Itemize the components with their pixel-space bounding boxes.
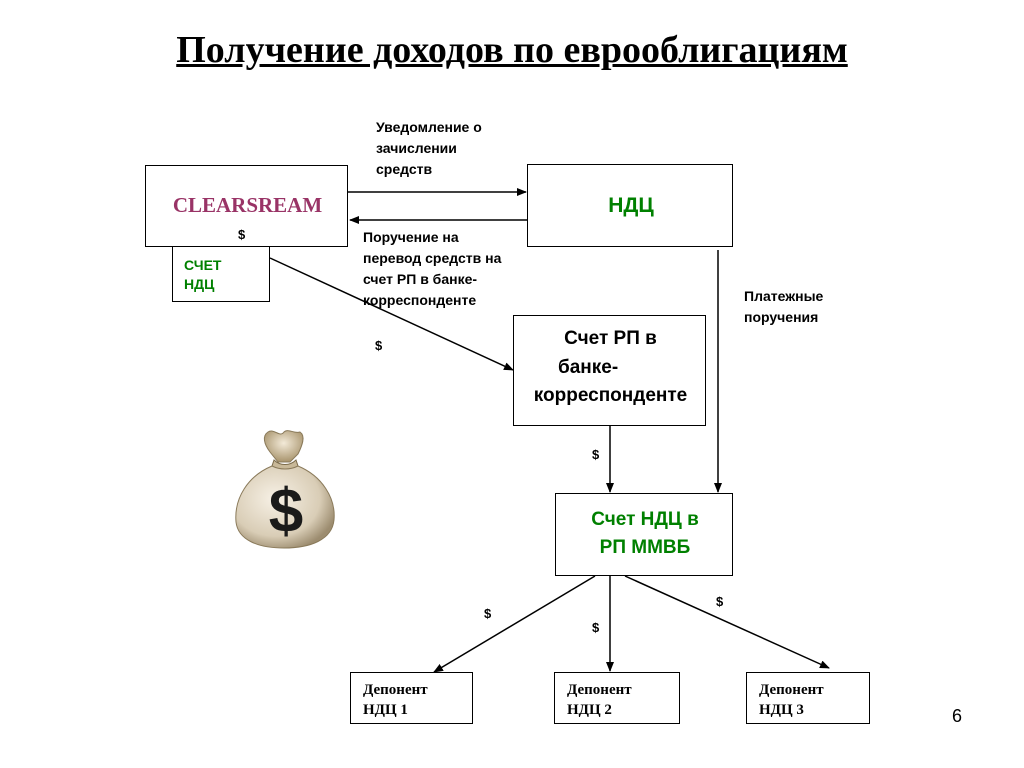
money-bag-icon: $ xyxy=(235,430,335,549)
transfer-order-label-4: корреспонденте xyxy=(363,292,477,308)
mmvb-label-2: РП ММВБ xyxy=(599,537,691,558)
deponent-3-box: Депонент НДЦ 3 xyxy=(746,672,870,724)
dollar-label-dep1: $ xyxy=(484,606,492,621)
schet-ndc-label-1: СЧЕТ xyxy=(184,257,222,273)
deponent-2-label-2: НДЦ 2 xyxy=(567,702,612,718)
schet-ndc-box: СЧЕТ НДЦ xyxy=(172,247,270,302)
transfer-order-label-1: Поручение на xyxy=(363,229,459,245)
schet-rp-label-3: корреспонденте xyxy=(533,385,688,406)
dollar-label-dep3: $ xyxy=(716,594,724,609)
clearstream-box: CLEARSREAM xyxy=(145,165,348,247)
page-title: Получение доходов по еврооблигациям xyxy=(176,29,848,71)
dollar-label-clearstream: $ xyxy=(238,227,246,242)
ndc-box: НДЦ xyxy=(527,164,733,247)
slide-number: 6 xyxy=(951,706,962,726)
schet-rp-label-2: банке- xyxy=(558,357,619,378)
deponent-2-box: Депонент НДЦ 2 xyxy=(554,672,680,724)
dollar-label-transfer: $ xyxy=(375,338,383,353)
deponent-2-label-1: Депонент xyxy=(567,682,632,698)
svg-text:$: $ xyxy=(269,477,303,546)
mmvb-label-1: Счет НДЦ в xyxy=(591,509,699,530)
notification-label-1: Уведомление о xyxy=(376,119,482,135)
schet-rp-box: Счет РП в банке- корреспонденте xyxy=(513,315,706,426)
arrow-mmvb-to-deponent3 xyxy=(624,575,830,669)
dollar-label-rp: $ xyxy=(592,447,600,462)
deponent-3-label-1: Депонент xyxy=(759,682,824,698)
schet-rp-label-1: Счет РП в xyxy=(564,328,657,349)
clearstream-label: CLEARSREAM xyxy=(172,193,323,217)
arrow-mmvb-to-deponent1 xyxy=(433,575,596,673)
notification-label-2: зачислении xyxy=(376,140,457,156)
transfer-order-label-3: счет РП в банке- xyxy=(363,271,478,287)
deponent-1-label-2: НДЦ 1 xyxy=(363,702,408,718)
arrow-schet-ndc-to-schet-rp xyxy=(269,257,514,371)
transfer-order-label-2: перевод средств на xyxy=(363,250,502,266)
deponent-3-label-2: НДЦ 3 xyxy=(759,702,804,718)
schet-ndc-mmvb-box: Счет НДЦ в РП ММВБ xyxy=(555,493,733,576)
schet-ndc-label-2: НДЦ xyxy=(184,276,215,292)
deponent-1-box: Депонент НДЦ 1 xyxy=(350,672,473,724)
payment-orders-label-2: поручения xyxy=(744,309,819,325)
dollar-label-dep2: $ xyxy=(592,620,600,635)
deponent-1-label-1: Депонент xyxy=(363,682,428,698)
notification-label-3: средств xyxy=(376,161,433,177)
ndc-label: НДЦ xyxy=(608,194,654,217)
payment-orders-label-1: Платежные xyxy=(744,288,824,304)
